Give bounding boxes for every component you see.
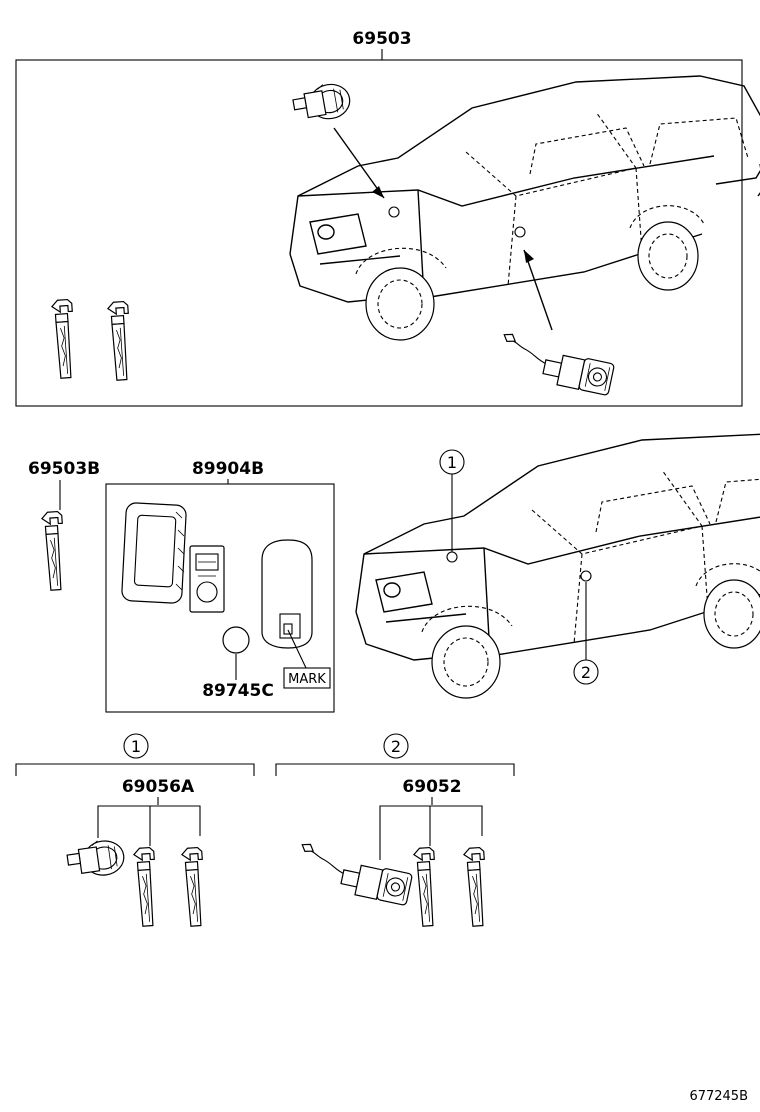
door-group-bracket — [275, 763, 515, 776]
ignition-group-cylinder — [65, 836, 127, 881]
loc2-marker — [573, 659, 599, 685]
door-group-cylinder — [293, 842, 415, 907]
battery — [222, 626, 250, 654]
door-group-key-2 — [462, 846, 490, 928]
ignition-group-leaders — [97, 797, 201, 846]
key-top-1 — [50, 298, 78, 380]
battery-part-number: 89745C — [202, 681, 274, 701]
door-group-marker — [383, 733, 409, 759]
loc1-dot — [446, 551, 458, 563]
top-group-part-number: 69503 — [352, 29, 411, 49]
mark-location — [279, 613, 301, 639]
door-group-key-1 — [412, 846, 440, 928]
ignition-group-part-number: 69056A — [122, 777, 195, 797]
key-top-2 — [106, 300, 134, 382]
door-group-leaders — [379, 797, 483, 860]
smart-key-housing — [121, 502, 187, 604]
door-location-dot-top — [514, 226, 526, 238]
top-group-box — [15, 59, 743, 407]
door-arrow-head — [524, 250, 534, 263]
ignition-group-marker — [123, 733, 149, 759]
loc2-number: 2 — [581, 663, 591, 682]
ignition-cylinder-top — [290, 79, 354, 126]
ignition-group-bracket — [15, 763, 255, 776]
mark-leader — [287, 629, 307, 669]
smart-key-board — [189, 545, 225, 613]
loc2-dot — [580, 570, 592, 582]
vehicle-top — [289, 75, 760, 341]
smart-key-part-number: 89904B — [192, 459, 264, 479]
ignition-group-marker-number: 1 — [131, 737, 141, 756]
ignition-group-key-2 — [180, 846, 208, 928]
diagram-id: 677245B — [689, 1089, 748, 1104]
smart-key-cover — [261, 539, 313, 649]
ignition-group-key-1 — [132, 846, 160, 928]
ignition-arrow-head — [372, 186, 384, 198]
key-blank-part-number: 69503B — [28, 459, 100, 479]
door-cylinder-top — [495, 332, 617, 397]
key-blank — [40, 510, 68, 592]
mark-label: MARK — [288, 672, 326, 687]
ignition-arrow-top — [333, 127, 385, 199]
ignition-location-dot-top — [388, 206, 400, 218]
door-group-marker-number: 2 — [391, 737, 401, 756]
vehicle-bottom — [355, 433, 760, 699]
mark-label-box — [283, 667, 331, 689]
smart-key-box — [105, 483, 335, 713]
loc1-number: 1 — [447, 453, 457, 472]
door-group-part-number: 69052 — [402, 777, 461, 797]
door-arrow-top — [523, 249, 553, 331]
